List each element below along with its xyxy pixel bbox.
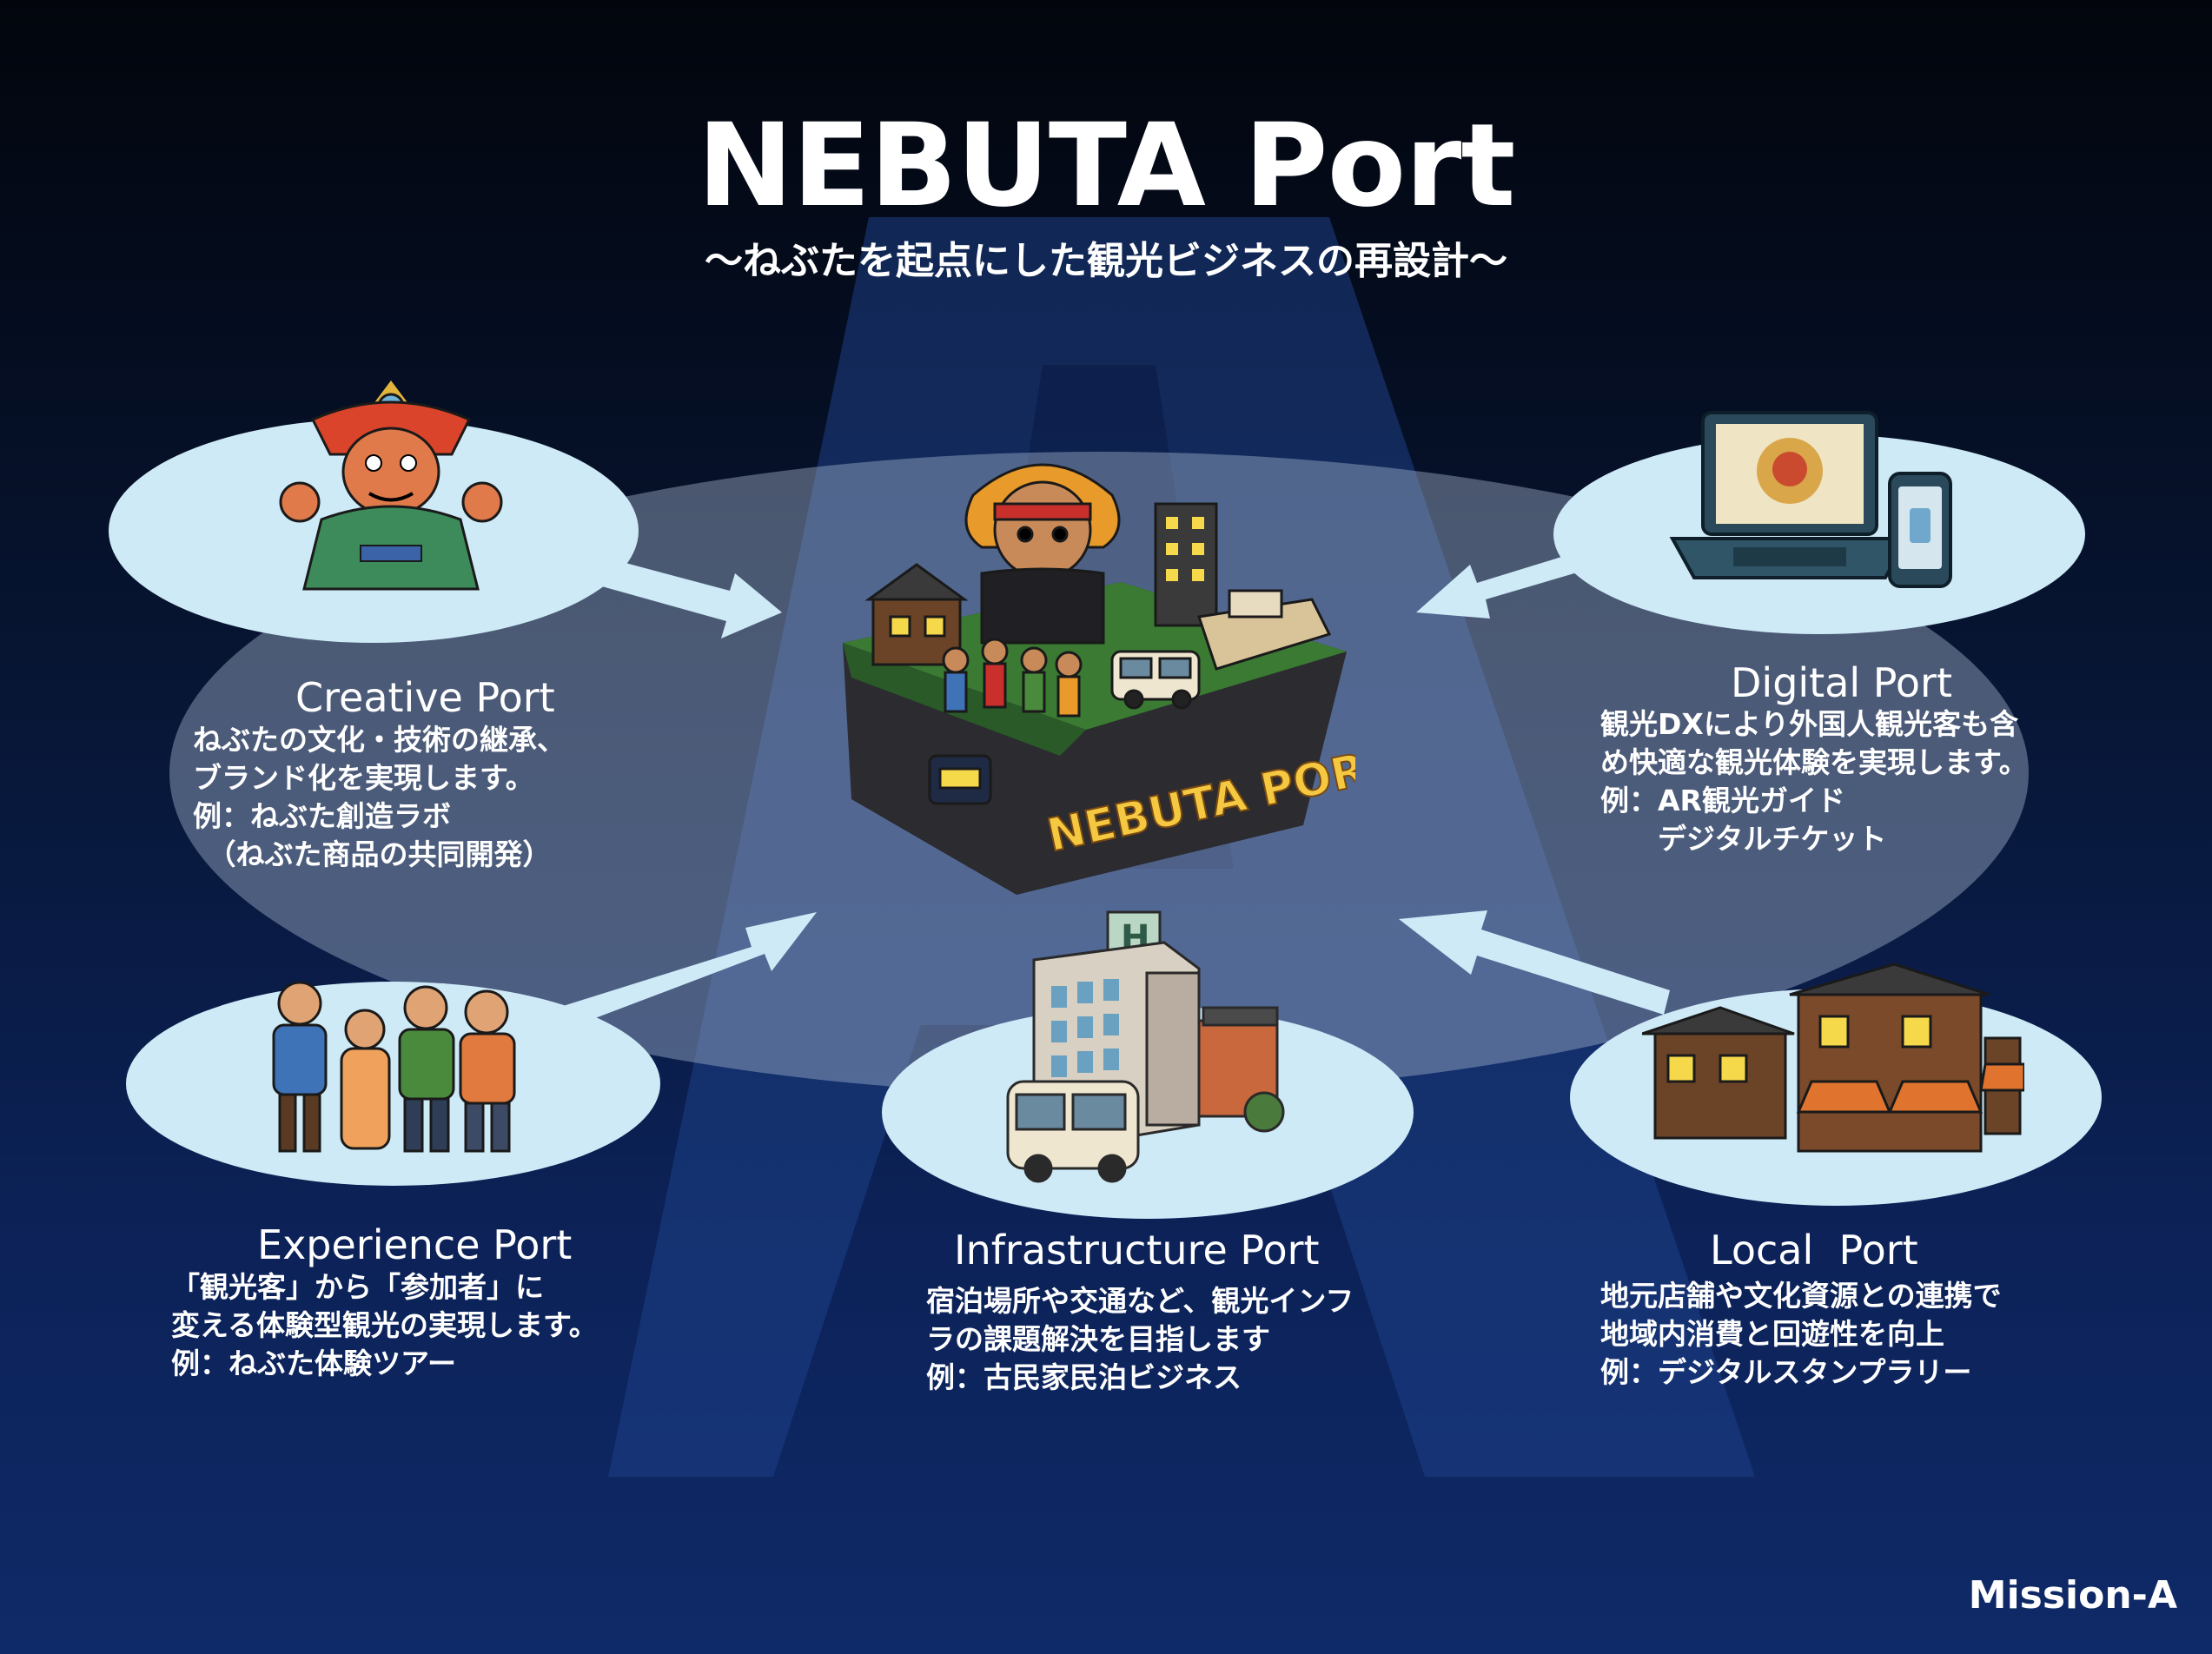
page-subtitle: 〜ねぶたを起点にした観光ビジネスの再設計〜 bbox=[705, 239, 1507, 283]
infrastructure-port-description: 宿泊場所や交通など、観光インフ ラの課題解決を目指します 例：古民家民泊ビジネス bbox=[926, 1284, 1354, 1394]
infrastructure-port-title: Infrastructure Port bbox=[954, 1227, 1320, 1274]
experience-pod bbox=[126, 982, 660, 1186]
experience-arrow-icon bbox=[530, 912, 817, 1039]
experience-port-description: 「観光客」から「参加者」に 変える体験型観光の実現します。 例：ねぶた体験ツアー bbox=[171, 1270, 598, 1380]
local-port-title: Local Port bbox=[1710, 1227, 1918, 1274]
page-title: NEBUTA Port bbox=[697, 99, 1516, 233]
creative-arrow-icon bbox=[593, 556, 782, 638]
local-port-description: 地元店舗や文化資源との連携で 地域内消費と回遊性を向上 例：デジタルスタンプラリ… bbox=[1600, 1279, 2002, 1389]
tourists-icon bbox=[272, 981, 516, 1153]
digital-port-description: 観光DXにより外国人観光客も含 め快適な観光体験を実現します。 例：AR観光ガイ… bbox=[1600, 707, 2028, 856]
mission-a-logo: Mission-A bbox=[1968, 1573, 2177, 1618]
old-townhouses-icon bbox=[1642, 963, 2024, 1153]
creative-port-description: ねぶたの文化・技術の継承、 ブランド化を実現します。 例：ねぶた創造ラボ （ねぶ… bbox=[193, 723, 566, 871]
nebuta-warrior-icon bbox=[279, 380, 503, 591]
laptop-phone-icon bbox=[1669, 411, 1952, 588]
digital-port-title: Digital Port bbox=[1731, 659, 1952, 706]
hotel-bus-icon: H bbox=[1006, 910, 1285, 1183]
nebuta-port-island-icon: NEBUTA PORT bbox=[843, 463, 1355, 895]
local-arrow-icon bbox=[1399, 910, 1670, 1015]
experience-port-title: Experience Port bbox=[257, 1221, 573, 1268]
creative-port-title: Creative Port bbox=[295, 674, 555, 721]
header: NEBUTA Port 〜ねぶたを起点にした観光ビジネスの再設計〜 bbox=[0, 109, 2212, 281]
